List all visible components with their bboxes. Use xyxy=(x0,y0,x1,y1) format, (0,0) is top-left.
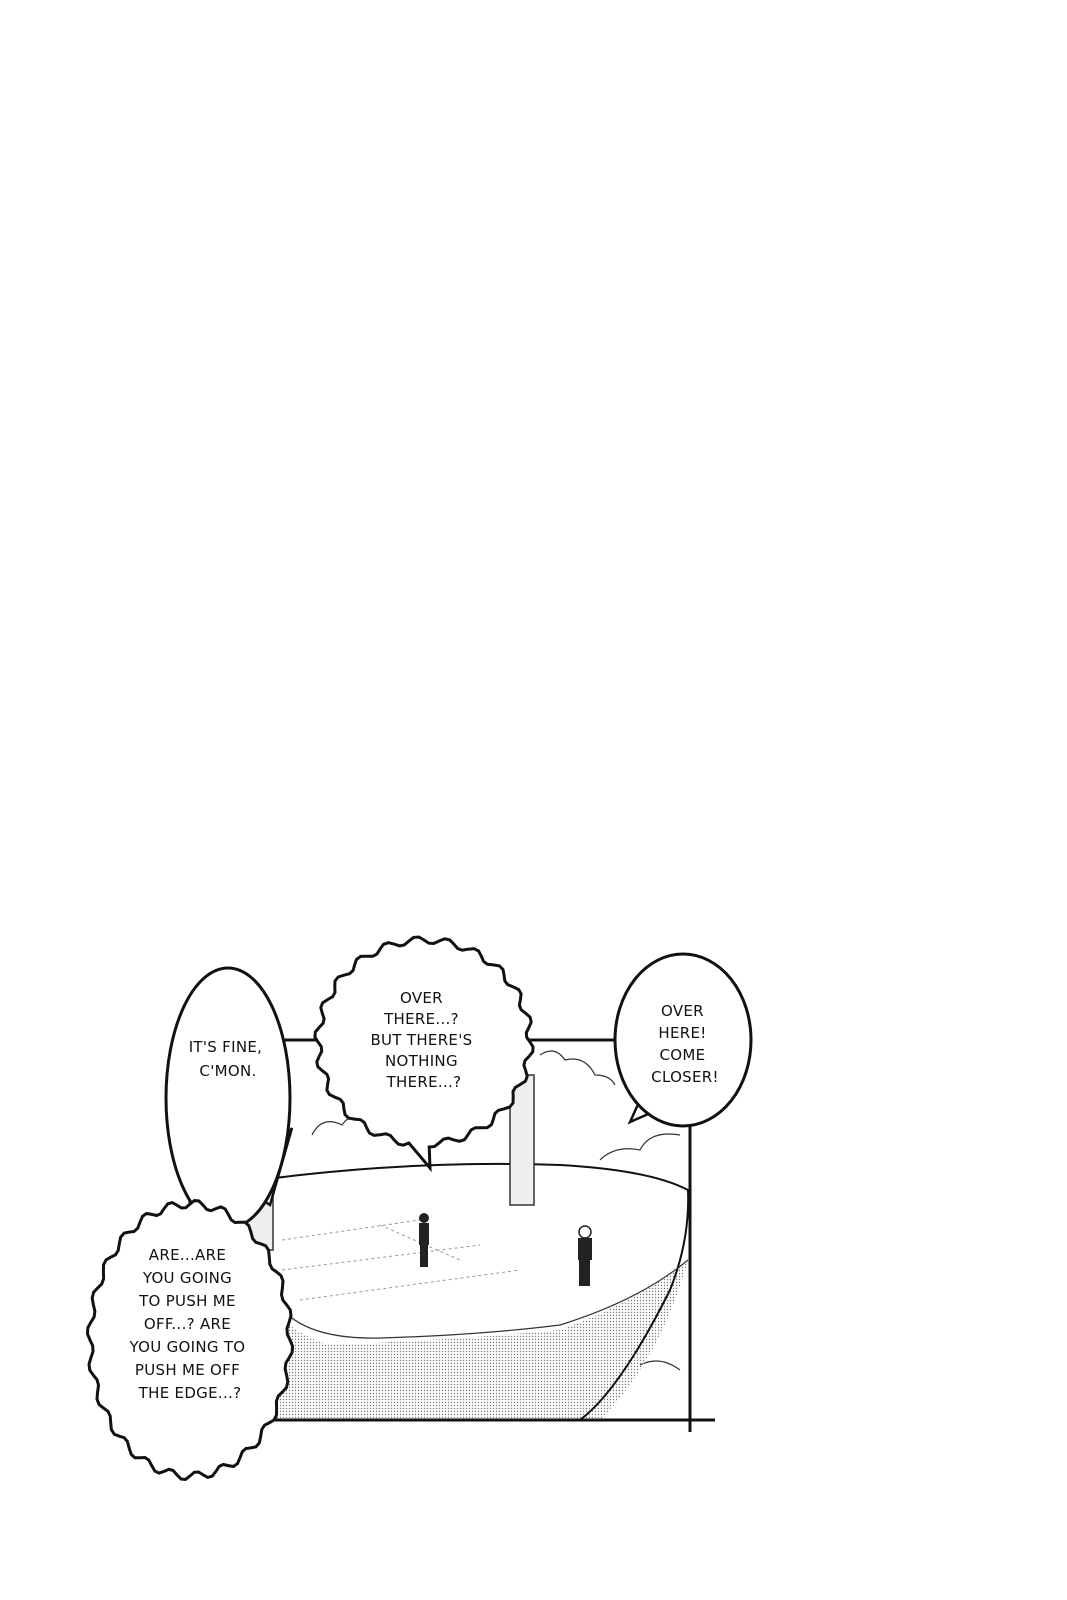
svg-text:ARE...ARE YOU GOING: ARE...ARE YOU GOING TO PUSH ME OFF...? A… xyxy=(128,1246,250,1402)
bubble-text: IT'S FINE, C'MON. xyxy=(189,1038,268,1080)
speech-bubble-its-fine: IT'S FINE, C'MON. xyxy=(164,966,294,1230)
characters xyxy=(419,1213,592,1286)
floating-island xyxy=(274,1162,690,1421)
speech-bubble-push-me-off: ARE...ARE YOU GOING TO PUSH ME OFF...? A… xyxy=(85,1199,295,1481)
svg-text:OVER THERE...? BUT: OVER THERE...? BUT THERE'S NOTHING THERE… xyxy=(370,989,477,1091)
svg-text:OVER HERE! COME: OVER HERE! COME CLOSER! xyxy=(651,1002,719,1086)
speech-bubble-over-here: OVER HERE! COME CLOSER! xyxy=(613,952,753,1128)
speech-bubble-over-there: OVER THERE...? BUT THERE'S NOTHING THERE… xyxy=(313,935,535,1173)
